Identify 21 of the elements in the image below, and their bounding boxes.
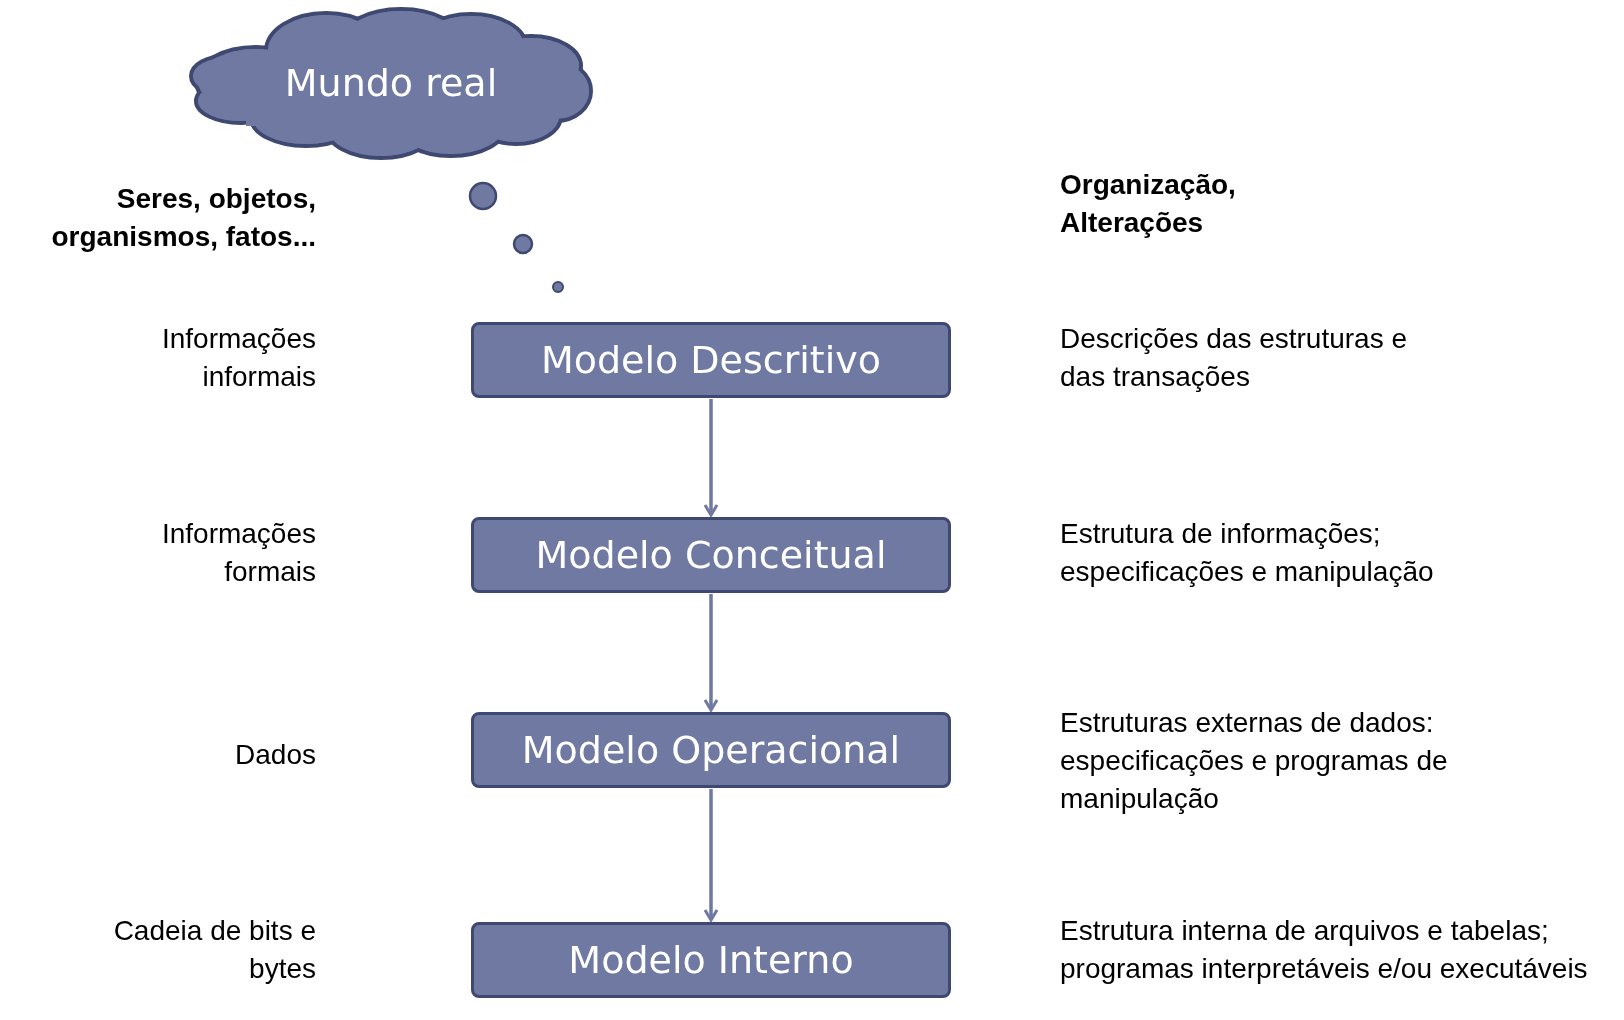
side-note: Cadeia de bits e bytes [112, 914, 316, 986]
arrow [703, 594, 719, 712]
side-note: Descrições das estruturas e das transações [1060, 322, 1409, 394]
side-note: Informações formais [160, 517, 316, 589]
section-heading: Seres, objetos, organismos, fatos... [50, 182, 316, 254]
side-note: Estruturas externas de dados: especificações e programas de manipulação [1060, 706, 1449, 816]
side-note: Estrutura interna de arquivos e tabelas; programas interpretáveis e/ou executáveis [1060, 914, 1589, 986]
section-heading: Organização, Alterações [1060, 168, 1237, 240]
side-note: Estrutura de informações; especificações e manipulação [1060, 517, 1435, 589]
box-title: Modelo Interno [568, 936, 854, 984]
model-box [471, 922, 951, 998]
box-title: Modelo Operacional [521, 726, 901, 774]
arrow [703, 789, 719, 922]
model-box [471, 712, 951, 788]
box-title: Modelo Conceitual [535, 531, 887, 579]
model-box [471, 517, 951, 593]
side-note: Dados [234, 738, 316, 772]
side-note: Informações informais [160, 322, 316, 394]
model-box [471, 322, 951, 398]
arrow [703, 399, 719, 517]
box-title: Modelo Descritivo [540, 336, 882, 384]
